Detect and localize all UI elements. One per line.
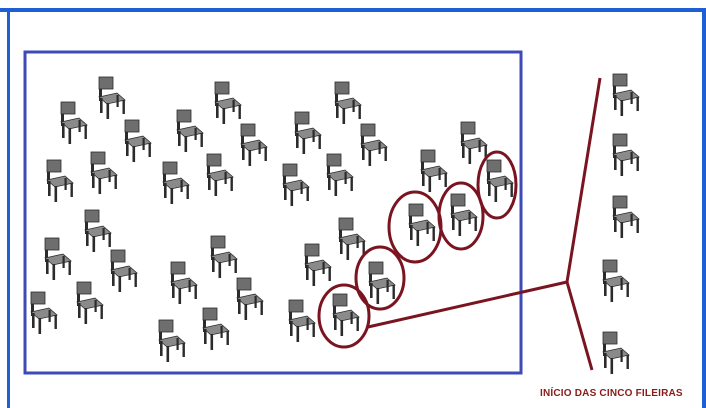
- column-chair-icon: [602, 331, 630, 375]
- room-chair-icon: [76, 281, 104, 325]
- connector-line: [367, 280, 568, 329]
- room-chair-icon: [236, 277, 264, 321]
- column-chair-icon: [612, 73, 640, 117]
- room-chair-icon: [110, 249, 138, 293]
- room-chair-icon: [90, 151, 118, 195]
- room-chair-icon: [420, 149, 448, 193]
- room-chair-icon: [46, 159, 74, 203]
- room-chair-icon: [450, 193, 478, 237]
- room-chair-icon: [202, 307, 230, 351]
- row-start-highlight: [387, 190, 443, 264]
- room-chair-icon: [304, 243, 332, 287]
- room-chair-icon: [332, 293, 360, 337]
- room-chair-icon: [30, 291, 58, 335]
- outer-frame-right: [702, 8, 706, 408]
- room-chair-icon: [486, 159, 514, 203]
- caption-label: INÍCIO DAS CINCO FILEIRAS: [540, 388, 683, 399]
- room-chair-icon: [338, 217, 366, 261]
- room-chair-icon: [84, 209, 112, 253]
- column-chairs: [602, 73, 640, 375]
- room-chair-icon: [288, 299, 316, 343]
- room-chair-icon: [98, 76, 126, 120]
- row-start-highlight: [317, 283, 371, 349]
- column-chair-icon: [612, 133, 640, 177]
- room-chair-icon: [214, 81, 242, 125]
- column-chair-icon: [612, 195, 640, 239]
- room-chair-icon: [176, 109, 204, 153]
- room-chair-icon: [170, 261, 198, 305]
- room-chair-icon: [408, 203, 436, 247]
- room-chair-icon: [158, 319, 186, 363]
- room-chair-icon: [326, 153, 354, 197]
- row-start-highlight: [354, 245, 406, 311]
- room-chair-icon: [368, 261, 396, 305]
- room-chair-icon: [44, 237, 72, 281]
- room-chair-icon: [240, 123, 268, 167]
- room-chair-icon: [334, 81, 362, 125]
- bracket-line: [565, 77, 602, 371]
- row-start-highlight: [476, 150, 518, 220]
- room-chair-icon: [210, 235, 238, 279]
- room-chair-icon: [162, 161, 190, 205]
- room-chair-icon: [60, 101, 88, 145]
- room-chair-icon: [460, 121, 488, 165]
- highlight-circles: [317, 150, 518, 349]
- room-chair-icon: [294, 111, 322, 155]
- room-border: [23, 50, 523, 375]
- outer-frame-top: [0, 8, 706, 12]
- outer-frame-left: [7, 8, 10, 408]
- column-chair-icon: [602, 259, 630, 303]
- room-chair-icon: [282, 163, 310, 207]
- room-chair-icon: [360, 123, 388, 167]
- room-chair-icon: [206, 153, 234, 197]
- room-chair-icon: [124, 119, 152, 163]
